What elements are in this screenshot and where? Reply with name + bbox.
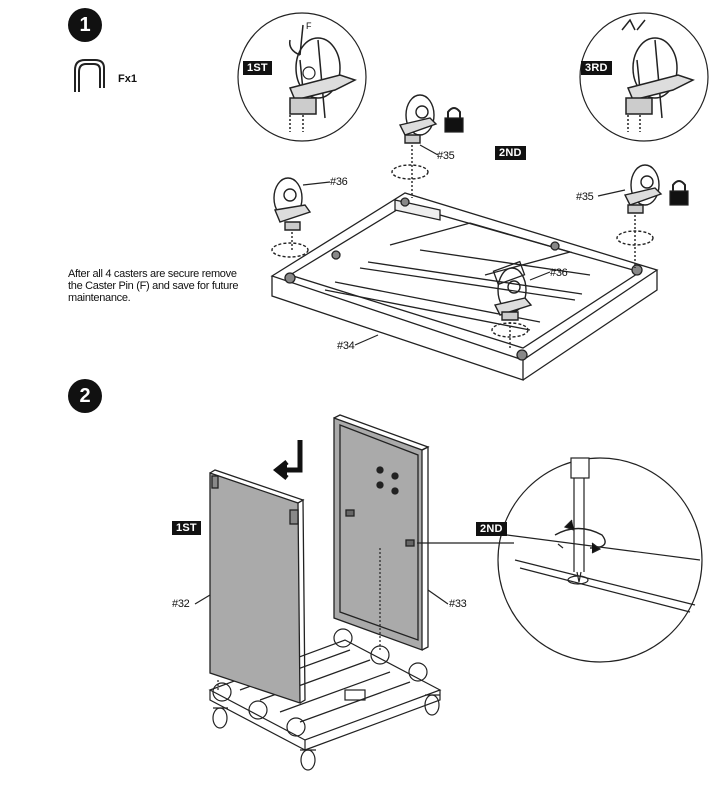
leader-36-left xyxy=(302,181,331,186)
parts-qty: Fx1 xyxy=(118,73,137,85)
side-panel-33 xyxy=(333,414,430,651)
leader-35-right xyxy=(597,189,626,197)
tag-2nd: 2ND xyxy=(495,146,526,160)
label-34: #34 xyxy=(337,340,355,352)
caster-pin-icon xyxy=(74,59,105,92)
caster-36-left xyxy=(271,177,312,258)
label-35-right: #35 xyxy=(576,191,594,203)
detail-circle-screwdriver xyxy=(497,457,703,663)
caster-35-top xyxy=(391,94,438,198)
caster-36-front xyxy=(491,267,533,350)
pin-label-circle: F xyxy=(306,21,312,31)
tag-step2-1st: 1ST xyxy=(172,521,201,535)
label-32: #32 xyxy=(172,598,190,610)
step-2-badge: 2 xyxy=(68,379,102,413)
side-panel-32 xyxy=(209,469,306,704)
caster-35-right xyxy=(616,164,663,268)
instruction-note: After all 4 casters are secure remove th… xyxy=(68,268,239,304)
step-1-badge: 1 xyxy=(68,8,102,42)
leader-34 xyxy=(354,334,379,346)
tag-step2-2nd: 2ND xyxy=(476,522,507,536)
label-36-front: #36 xyxy=(550,267,568,279)
direction-arrow-icon xyxy=(272,440,303,480)
base-frame xyxy=(270,192,659,381)
label-36-left: #36 xyxy=(330,176,348,188)
tag-1st: 1ST xyxy=(243,61,272,75)
detail-circle-3rd xyxy=(579,12,709,142)
lock-icon xyxy=(669,180,689,206)
detail-circle-1st xyxy=(237,12,367,142)
leader-35-top xyxy=(419,144,439,156)
leader-36-front xyxy=(529,271,551,281)
label-33: #33 xyxy=(449,598,467,610)
leader-33 xyxy=(427,589,449,605)
tag-3rd: 3RD xyxy=(581,61,612,75)
leader-32 xyxy=(194,594,211,605)
label-35-top: #35 xyxy=(437,150,455,162)
lock-icon xyxy=(444,107,464,133)
